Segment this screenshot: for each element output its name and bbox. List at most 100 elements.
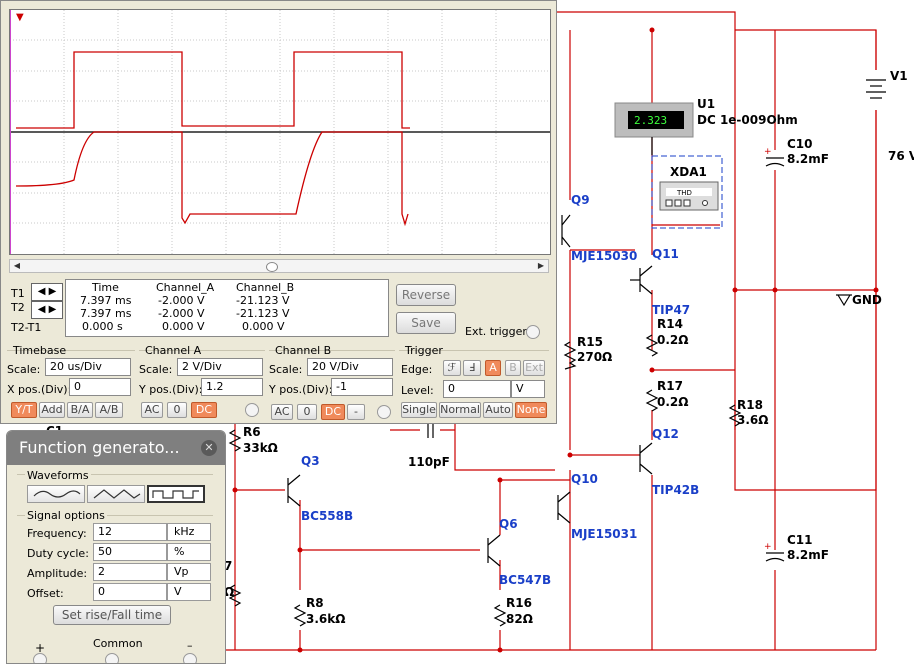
frequency-unit[interactable]: kHz: [167, 523, 211, 541]
channel-b-dc-button[interactable]: DC: [321, 404, 345, 420]
r18-resistor: [728, 404, 742, 427]
q10-transistor: [557, 491, 571, 524]
t1-move-arrows-icon[interactable]: ◀ ▶: [31, 283, 63, 301]
trigger-single-button[interactable]: Single: [401, 402, 437, 418]
channel-b-ac-button[interactable]: AC: [271, 404, 293, 420]
ext-trigger-label: Ext. trigger: [465, 325, 527, 338]
mode-ab-button[interactable]: A/B: [95, 402, 123, 418]
signal-options-label: Signal options: [25, 509, 107, 522]
channel-a-terminal[interactable]: [245, 403, 259, 417]
common-terminal-label: Common: [93, 637, 143, 650]
reverse-button[interactable]: Reverse: [396, 284, 456, 306]
trigger-title: Trigger: [405, 344, 443, 357]
channel-b-scale-field[interactable]: 20 V/Div: [307, 358, 393, 376]
t2-channel-a: -2.000 V: [158, 307, 205, 320]
left-resistor-partial: [228, 584, 242, 607]
q9-transistor: [561, 214, 571, 248]
trigger-level-field[interactable]: 0: [443, 380, 511, 398]
duty-cycle-input[interactable]: 50: [93, 543, 167, 561]
save-button[interactable]: Save: [396, 312, 456, 334]
t2-channel-b: -21.123 V: [236, 307, 290, 320]
amplitude-unit[interactable]: Vp: [167, 563, 211, 581]
trigger-normal-button[interactable]: Normal: [439, 402, 481, 418]
scroll-left-icon[interactable]: ◀: [13, 261, 21, 270]
r17-value: 0.2Ω: [657, 395, 688, 409]
q6-label: Q6: [499, 517, 518, 531]
r17-label: R17: [657, 379, 683, 393]
cursor-controls: T1 T2 T2-T1 ◀ ▶ ◀ ▶: [7, 281, 63, 334]
square-wave-icon[interactable]: [147, 485, 205, 503]
common-terminal[interactable]: [105, 653, 119, 663]
channel-a-zero-button[interactable]: 0: [167, 402, 187, 418]
mje15031-label: MJE15031: [571, 527, 637, 541]
gnd-label: GND: [852, 293, 882, 307]
q11-label: Q11: [652, 247, 679, 261]
set-rise-fall-time-button[interactable]: Set rise/Fall time: [53, 605, 171, 625]
thd-label: THD: [676, 189, 692, 197]
trigger-level-label: Level:: [401, 384, 434, 397]
gnd-symbol: [836, 294, 852, 307]
cursor-readout-table: Time Channel_A Channel_B 7.397 ms -2.000…: [65, 279, 389, 337]
function-generator-title[interactable]: Function generato...: [7, 431, 225, 465]
mode-add-button[interactable]: Add: [39, 402, 65, 418]
r14-value: 0.2Ω: [657, 333, 688, 347]
scope-grid: [10, 10, 550, 254]
c-110pf-value: 110pF: [408, 455, 450, 469]
timebase-xpos-field[interactable]: 0: [69, 378, 131, 396]
close-icon[interactable]: ✕: [201, 440, 217, 456]
r6-value: 33kΩ: [243, 441, 278, 455]
channel-b-terminal[interactable]: [377, 405, 391, 419]
offset-unit[interactable]: V: [167, 583, 211, 601]
minus-terminal[interactable]: [183, 653, 197, 663]
plus-terminal[interactable]: [33, 653, 47, 663]
scope-scrollbar[interactable]: ◀ ▶: [9, 259, 549, 273]
ext-trigger-terminal[interactable]: [526, 325, 540, 339]
channel-b-zero-button[interactable]: 0: [297, 404, 317, 420]
trigger-source-a-button[interactable]: A: [485, 360, 501, 376]
left-resistor-value-partial: Ω: [224, 585, 234, 599]
r8-label: R8: [306, 596, 324, 610]
scroll-right-icon[interactable]: ▶: [537, 261, 545, 270]
trigger-source-ext-button[interactable]: Ext: [523, 360, 545, 376]
channel-b-minus-button[interactable]: -: [347, 404, 365, 420]
duty-cycle-unit[interactable]: %: [167, 543, 211, 561]
rising-edge-icon[interactable]: ℱ: [443, 360, 461, 376]
trigger-none-button[interactable]: None: [515, 402, 547, 418]
t2-move-arrows-icon[interactable]: ◀ ▶: [31, 301, 63, 319]
mode-ba-button[interactable]: B/A: [67, 402, 93, 418]
sine-wave-icon[interactable]: [27, 485, 85, 503]
q11-transistor: [630, 265, 653, 295]
channel-a-ac-button[interactable]: AC: [141, 402, 163, 418]
channel-b-ypos-field[interactable]: -1: [331, 378, 393, 396]
t2-time: 7.397 ms: [80, 307, 132, 320]
timebase-scale-label: Scale:: [7, 363, 41, 376]
col-header-channel-b: Channel_B: [236, 281, 295, 294]
t2-t1-time: 0.000 s: [82, 320, 123, 333]
channel-b-scale-label: Scale:: [269, 363, 303, 376]
function-generator-window: Function generato... ✕ Waveforms Signal …: [6, 430, 226, 664]
trigger-auto-button[interactable]: Auto: [483, 402, 513, 418]
channel-a-dc-button[interactable]: DC: [191, 402, 217, 418]
t2-label: T2: [11, 301, 25, 314]
trigger-edge-label: Edge:: [401, 363, 433, 376]
falling-edge-icon[interactable]: Ⅎ: [463, 360, 481, 376]
triangle-wave-icon[interactable]: [87, 485, 145, 503]
frequency-input[interactable]: 12: [93, 523, 167, 541]
svg-text:+: +: [764, 147, 772, 157]
channel-a-ypos-field[interactable]: 1.2: [201, 378, 263, 396]
t2-t1-channel-a: 0.000 V: [162, 320, 205, 333]
channel-a-scale-field[interactable]: 2 V/Div: [177, 358, 263, 376]
trigger-source-b-button[interactable]: B: [505, 360, 521, 376]
offset-input[interactable]: 0: [93, 583, 167, 601]
amplitude-input[interactable]: 2: [93, 563, 167, 581]
scope-display: ▼: [9, 9, 551, 255]
r8-resistor: [293, 604, 307, 627]
col-header-time: Time: [92, 281, 119, 294]
scroll-thumb[interactable]: [266, 262, 278, 272]
timebase-scale-field[interactable]: 20 us/Div: [45, 358, 131, 376]
mode-yt-button[interactable]: Y/T: [11, 402, 37, 418]
trigger-level-unit[interactable]: V: [511, 380, 545, 398]
oscilloscope-window: ▼ ◀ ▶ T1 T2 T2-T1 ◀ ▶ ◀ ▶ Time Channel_A…: [0, 0, 557, 424]
schematic-wires: [224, 11, 877, 651]
c10-value: 8.2mF: [787, 152, 829, 166]
